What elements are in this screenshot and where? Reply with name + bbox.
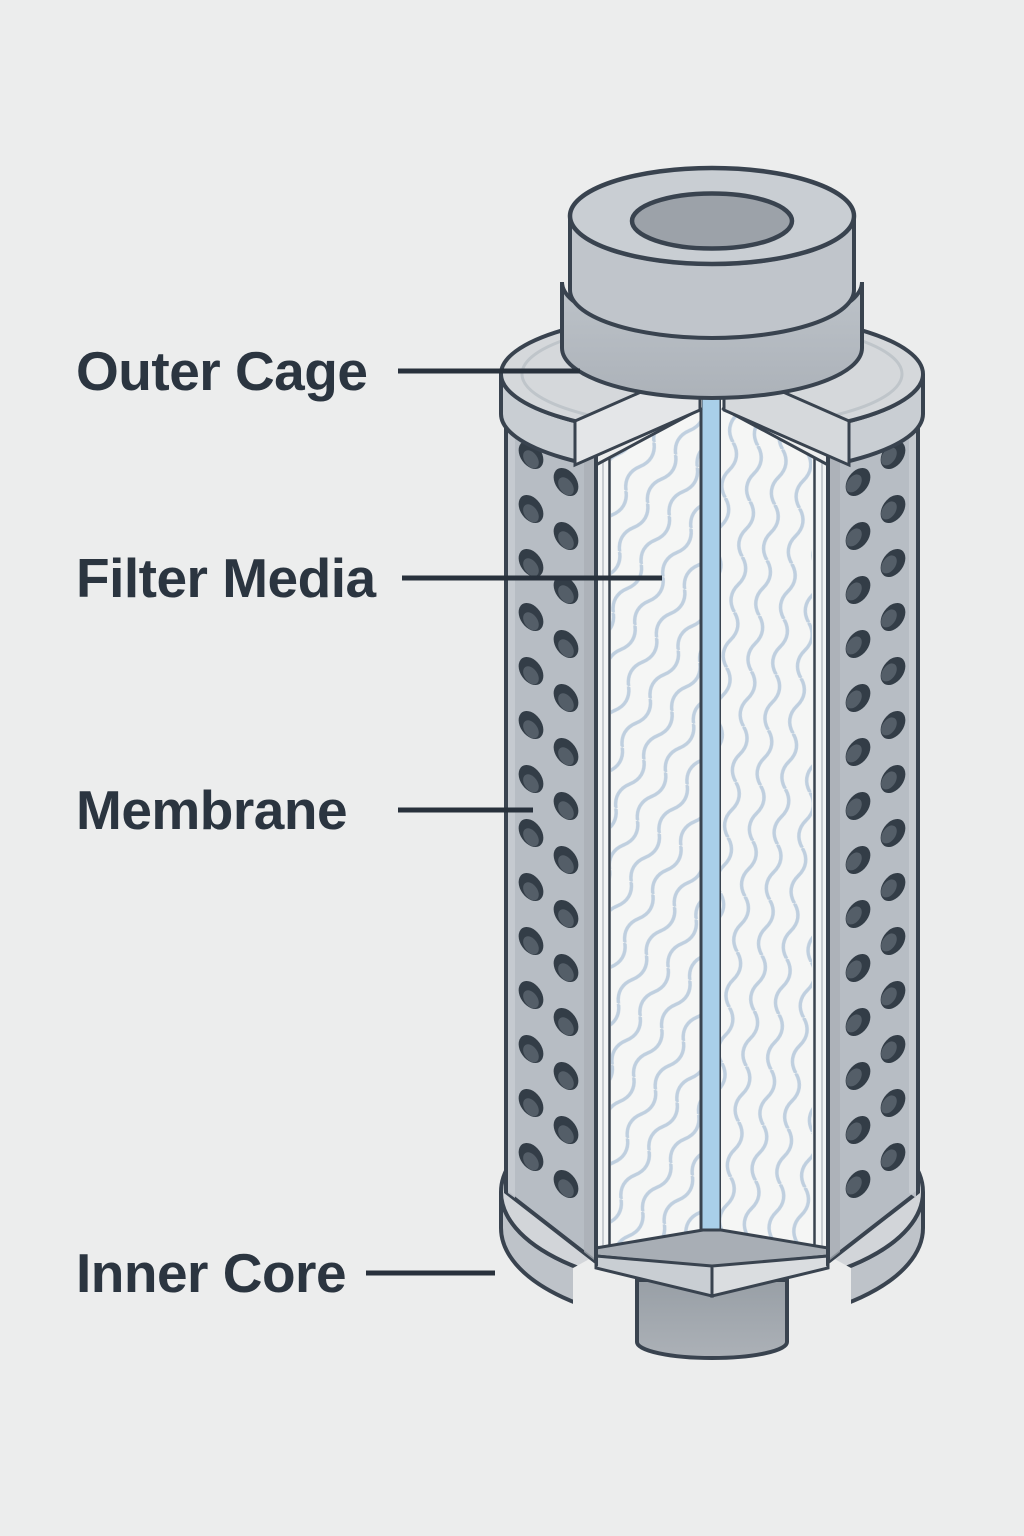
left-wall-perforations xyxy=(518,440,579,1199)
filter-media-right xyxy=(721,368,813,1288)
label-outer-cage: Outer Cage xyxy=(76,340,367,402)
filter-media-left xyxy=(611,368,701,1288)
cutaway-interior xyxy=(594,368,830,1288)
top-collar xyxy=(560,165,864,400)
outer-cage-left-wall xyxy=(504,412,602,1267)
label-membrane: Membrane xyxy=(76,779,347,841)
outer-cage-right-wall xyxy=(822,412,920,1267)
left-wall-highlight xyxy=(508,416,515,1198)
right-wall-highlight xyxy=(909,416,916,1198)
right-wall-shade xyxy=(830,416,840,1260)
bottom-cut-junction xyxy=(594,1228,830,1298)
annotations: Outer Cage Filter Media Membrane Inner C… xyxy=(76,340,662,1304)
collar-opening xyxy=(629,191,795,251)
label-inner-core: Inner Core xyxy=(76,1242,346,1304)
right-wall-perforations xyxy=(845,440,906,1199)
inner-core-tube xyxy=(699,368,723,1288)
left-wall-shade xyxy=(584,416,594,1260)
label-filter-media: Filter Media xyxy=(76,547,377,609)
